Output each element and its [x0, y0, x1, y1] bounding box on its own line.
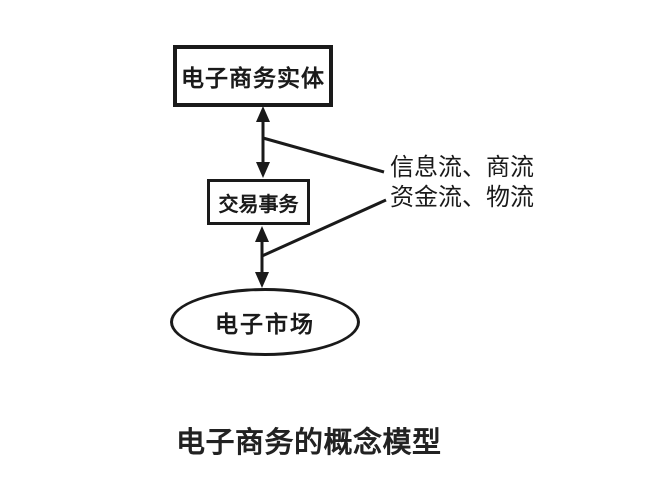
entity-node-label: 电子商务实体 — [181, 66, 325, 91]
flow-label-lower: 资金流、物流 — [390, 185, 534, 211]
diagram-caption: 电子商务的概念模型 — [176, 427, 442, 459]
transaction-node-label: 交易事务 — [218, 193, 299, 216]
callout-line-upper — [262, 136, 385, 174]
double-arrow-transaction-market-icon — [255, 226, 269, 288]
double-arrow-entity-transaction-icon — [256, 106, 270, 178]
entity-node: 电子商务实体 — [173, 45, 333, 107]
transaction-node: 交易事务 — [207, 179, 310, 225]
market-node: 电子市场 — [170, 288, 360, 356]
flow-label-upper: 信息流、商流 — [390, 155, 534, 181]
flow-labels: 信息流、商流 资金流、物流 — [390, 153, 534, 213]
market-node-label: 电子市场 — [215, 312, 315, 337]
